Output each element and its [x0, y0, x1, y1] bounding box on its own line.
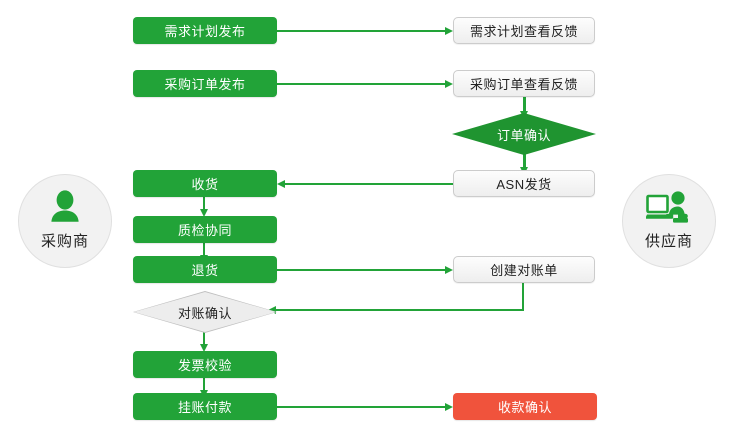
node-order-confirm[interactable]: 订单确认	[452, 113, 596, 155]
person-at-computer-icon	[645, 187, 693, 229]
edge-qc-to-return	[203, 243, 205, 257]
node-label: 质检协同	[177, 223, 232, 238]
edge-receipt-arrowhead	[199, 209, 208, 217]
edge-po-feedback-to-order-confirm	[523, 97, 526, 113]
node-recon-confirm[interactable]: 对账确认	[133, 291, 277, 333]
edge-order-confirm-to-asn	[523, 153, 526, 169]
node-label: 对账确认	[177, 305, 232, 321]
node-demand-plan-feedback[interactable]: 需求计划查看反馈	[453, 17, 595, 44]
node-asn-shipment[interactable]: ASN发货	[453, 170, 595, 197]
role-label: 供应商	[644, 233, 693, 250]
node-label: 收货	[191, 177, 219, 192]
role-label: 采购商	[40, 233, 89, 250]
node-po-feedback[interactable]: 采购订单查看反馈	[453, 70, 595, 97]
node-label: 订单确认	[496, 127, 551, 143]
edge-recon-arrowhead	[199, 344, 208, 352]
node-label: 创建对账单	[490, 263, 558, 278]
role-supplier: 供应商	[622, 174, 716, 268]
node-label: 采购订单发布	[164, 77, 246, 92]
edge-payment-to-receipt-confirm	[277, 406, 445, 408]
node-label: 发票校验	[177, 358, 232, 373]
edge-po-publish-arrowhead	[445, 79, 453, 88]
edge-demand-plan-arrowhead	[445, 26, 453, 35]
node-label: 采购订单查看反馈	[469, 77, 578, 92]
node-label: 收款确认	[497, 400, 552, 415]
node-create-statement[interactable]: 创建对账单	[453, 256, 595, 283]
edge-invoice-to-payment	[203, 378, 205, 392]
node-goods-receipt[interactable]: 收货	[133, 170, 277, 197]
person-icon	[41, 187, 89, 229]
node-label: 挂账付款	[177, 400, 232, 415]
edge-recon-to-invoice	[203, 332, 205, 346]
role-buyer: 采购商	[18, 174, 112, 268]
node-demand-plan-publish[interactable]: 需求计划发布	[133, 17, 277, 44]
node-qc-collaboration[interactable]: 质检协同	[133, 216, 277, 243]
edge-payment-arrowhead	[445, 402, 453, 411]
edge-statement-arrowhead	[268, 305, 276, 314]
node-label: 退货	[191, 263, 219, 278]
node-label: ASN发货	[496, 177, 552, 192]
node-invoice-verify[interactable]: 发票校验	[133, 351, 277, 378]
node-label: 需求计划查看反馈	[469, 24, 578, 39]
node-receipt-confirm[interactable]: 收款确认	[453, 393, 597, 420]
node-po-publish[interactable]: 采购订单发布	[133, 70, 277, 97]
edge-asn-to-receipt	[285, 183, 453, 185]
edge-return-to-statement	[277, 269, 445, 271]
edge-receipt-to-qc	[203, 197, 205, 211]
node-payment-posting[interactable]: 挂账付款	[133, 393, 277, 420]
edge-statement-to-recon	[276, 309, 524, 311]
edge-po-publish	[277, 83, 445, 85]
edge-statement-down	[522, 283, 524, 310]
edge-demand-plan	[277, 30, 445, 32]
edge-return-arrowhead	[445, 265, 453, 274]
node-label: 需求计划发布	[164, 24, 246, 39]
edge-asn-arrowhead	[277, 179, 285, 188]
node-return-goods[interactable]: 退货	[133, 256, 277, 283]
